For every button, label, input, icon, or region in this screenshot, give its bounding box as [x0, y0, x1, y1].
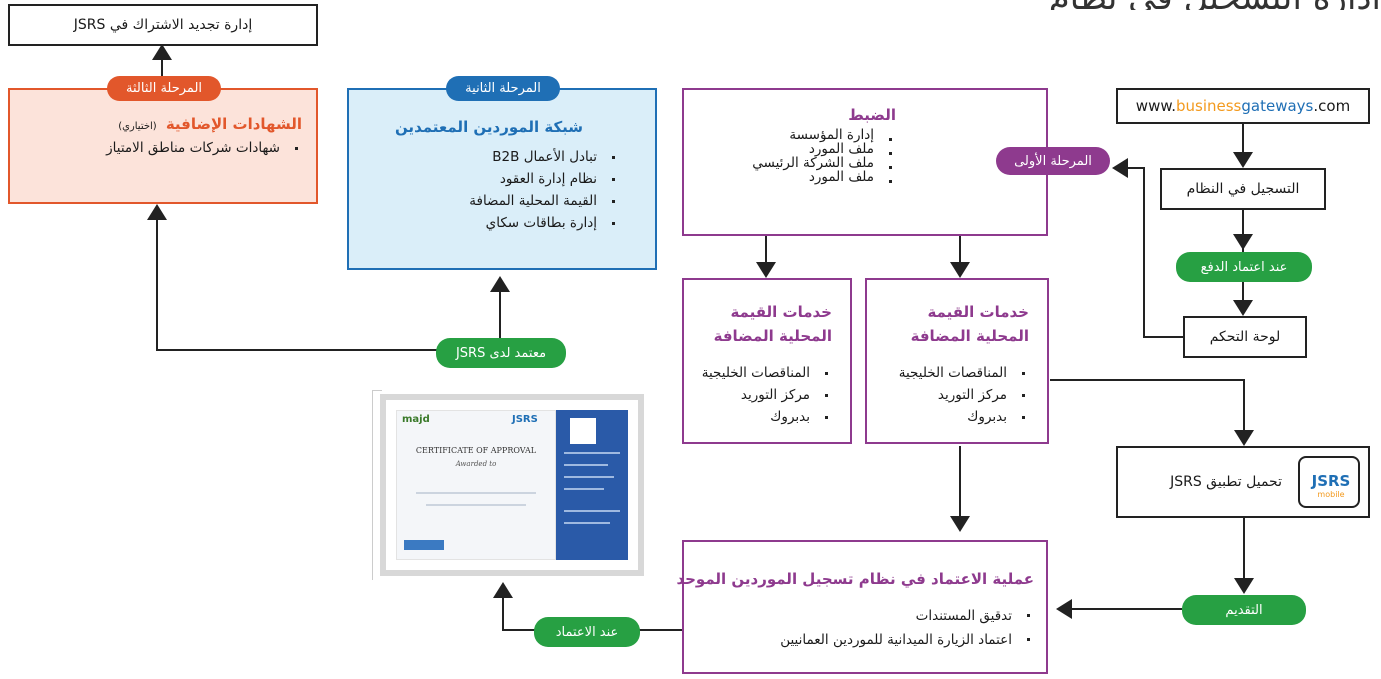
website-business: business	[1176, 97, 1242, 115]
list-item: اعتماد الزيارة الميدانية للموردين العمان…	[692, 628, 1034, 652]
certified-pill: معتمد لدى JSRS	[436, 338, 566, 368]
dashboard-box: لوحة التحكم	[1183, 316, 1307, 358]
registration-box: التسجيل في النظام	[1160, 168, 1326, 210]
phase3-label: المرحلة الثالثة	[107, 76, 221, 101]
phase3-title: الشهادات الإضافية	[165, 115, 302, 133]
phase3-list: شهادات شركات مناطق الامتياز	[20, 137, 302, 159]
cert-brand-right: JSRS	[512, 414, 538, 425]
lvs-left-title-2: المحلية المضافة	[713, 327, 832, 345]
approval-process-list: تدقيق المستندات اعتماد الزيارة الميدانية…	[692, 604, 1034, 652]
approval-process-title: عملية الاعتماد في نظام تسجيل الموردين ال…	[676, 570, 1034, 588]
approval-process-box: عملية الاعتماد في نظام تسجيل الموردين ال…	[676, 540, 1048, 674]
phase2-title: شبكة الموردين المعتمدين	[394, 118, 584, 136]
list-item: القيمة المحلية المضافة	[359, 190, 619, 212]
phase2-list: تبادل الأعمال B2B نظام إدارة العقود القي…	[359, 146, 619, 234]
renewal-box: إدارة تجديد الاشتراك في JSRS	[8, 4, 318, 46]
list-item: نظام إدارة العقود	[359, 168, 619, 190]
list-item: المناقصات الخليجية	[875, 362, 1029, 384]
list-item: إدارة المؤسسة	[694, 128, 896, 142]
list-item: بدبروك	[875, 406, 1029, 428]
list-item: مركز التوريد	[875, 384, 1029, 406]
phase2-label: المرحلة الثانية	[446, 76, 560, 101]
list-item: ملف الشركة الرئيسي	[694, 156, 896, 170]
lvs-left-box: خدمات القيمة المحلية المضافة المناقصات ا…	[682, 278, 852, 444]
website-prefix: www.	[1135, 97, 1176, 115]
list-item: تدقيق المستندات	[692, 604, 1034, 628]
lvs-left-title-1: خدمات القيمة	[730, 303, 832, 321]
website-suffix: .com	[1313, 97, 1351, 115]
page-header-partial: إدارة التسجيل في نظام	[1010, 0, 1381, 10]
phase3-box: الشهادات الإضافية (اختياري) شهادات شركات…	[8, 88, 318, 204]
phase1-label: المرحلة الأولى	[996, 147, 1110, 175]
list-item: بدبروك	[692, 406, 832, 428]
lvs-left-list: المناقصات الخليجية مركز التوريد بدبروك	[692, 362, 832, 428]
app-download-label: تحميل تطبيق JSRS	[1170, 474, 1282, 490]
cert-heading: CERTIFICATE OF APPROVAL	[415, 446, 537, 455]
control-list: إدارة المؤسسة ملف المورد ملف الشركة الرئ…	[694, 128, 896, 184]
list-item: شهادات شركات مناطق الامتياز	[20, 137, 302, 159]
certificate-image: majd JSRS CERTIFICATE OF APPROVAL Awarde…	[372, 390, 638, 580]
website-box[interactable]: www.businessgateways.com	[1116, 88, 1370, 124]
list-item: مركز التوريد	[692, 384, 832, 406]
payment-approval-pill: عند اعتماد الدفع	[1176, 252, 1312, 282]
jsrs-mobile-app-icon: JSRS mobile	[1298, 456, 1360, 508]
phase2-box: شبكة الموردين المعتمدين تبادل الأعمال B2…	[347, 88, 657, 270]
on-approval-pill: عند الاعتماد	[534, 617, 640, 647]
list-item: المناقصات الخليجية	[692, 362, 832, 384]
phase3-note: (اختياري)	[118, 121, 157, 132]
cert-brand-left: majd	[402, 414, 430, 425]
list-item: تبادل الأعمال B2B	[359, 146, 619, 168]
lvs-right-title-1: خدمات القيمة	[927, 303, 1029, 321]
cert-subheading: Awarded to	[455, 460, 497, 468]
app-download-box[interactable]: JSRS mobile تحميل تطبيق JSRS	[1116, 446, 1370, 518]
lvs-right-title-2: المحلية المضافة	[910, 327, 1029, 345]
list-item: ملف المورد	[694, 170, 896, 184]
submit-pill: التقديم	[1182, 595, 1306, 625]
lvs-right-box: خدمات القيمة المحلية المضافة المناقصات ا…	[865, 278, 1049, 444]
website-gateways: gateways	[1241, 97, 1314, 115]
list-item: ملف المورد	[694, 142, 896, 156]
lvs-right-list: المناقصات الخليجية مركز التوريد بدبروك	[875, 362, 1029, 428]
list-item: إدارة بطاقات سكاي	[359, 212, 619, 234]
control-box: الضبط إدارة المؤسسة ملف المورد ملف الشرك…	[682, 88, 1048, 236]
control-title: الضبط	[848, 106, 896, 124]
